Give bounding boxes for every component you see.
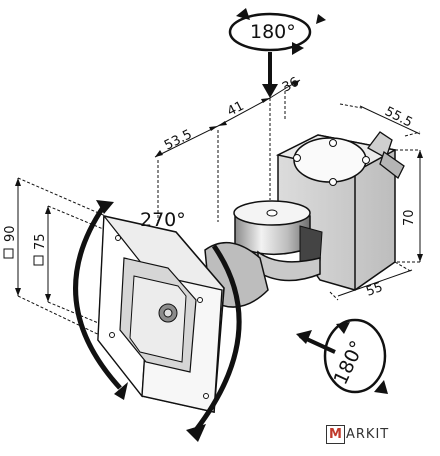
brand-logo: M ARKIT bbox=[326, 425, 389, 444]
rotation-bottom-label: 180° bbox=[330, 337, 369, 388]
rotation-top-symbol: 180° bbox=[228, 8, 326, 55]
rotation-270-arrows: 270° bbox=[73, 200, 242, 442]
square-symbol-75 bbox=[33, 255, 44, 266]
rotation-top-label: 180° bbox=[250, 21, 296, 43]
dim-41: 41 bbox=[225, 99, 247, 120]
dim-70: 70 bbox=[402, 209, 417, 226]
dim-36: 36 bbox=[280, 75, 302, 96]
display-mount-plate bbox=[97, 214, 225, 413]
square-symbol-90 bbox=[3, 248, 14, 259]
dim-75: 75 bbox=[33, 233, 48, 250]
brand-logo-letter: M bbox=[326, 425, 345, 444]
dim-53-5: 53.5 bbox=[162, 127, 195, 154]
rotation-left-label: 270° bbox=[140, 209, 186, 231]
rotation-bottom-symbol: 180° bbox=[296, 318, 388, 394]
dim-55: 55 bbox=[364, 280, 385, 300]
brand-logo-text: ARKIT bbox=[346, 427, 390, 442]
dim-90: 90 bbox=[3, 225, 18, 242]
dim-55-5: 55.5 bbox=[382, 104, 415, 131]
